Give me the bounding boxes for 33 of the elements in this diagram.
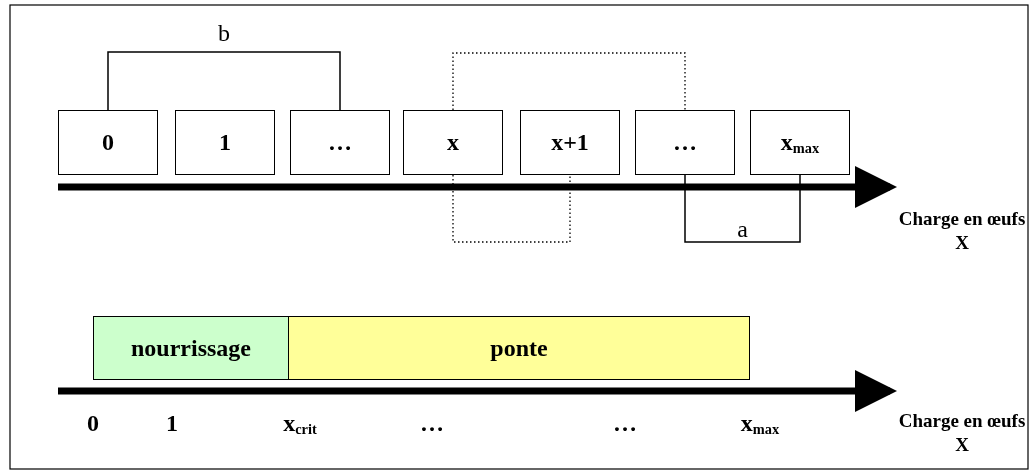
- box-label: …: [673, 129, 697, 156]
- axis-title: Charge en œufs: [898, 208, 1026, 230]
- tick-label: x$_{crit}$: [283, 410, 317, 437]
- tick-label: …: [613, 410, 637, 437]
- box-label: x$_{max}$: [780, 129, 820, 156]
- axis-title: X: [955, 434, 969, 456]
- tick-label: …: [420, 410, 444, 437]
- state-box: [58, 110, 158, 175]
- bracket-connector: [452, 174, 571, 243]
- state-box: [403, 110, 503, 175]
- box-label: nourrissage: [131, 334, 251, 362]
- state-box: [175, 110, 275, 175]
- box-label: ponte: [490, 334, 548, 362]
- box-label: 0: [102, 129, 114, 156]
- state-box: [290, 110, 390, 175]
- box-label: 1: [219, 129, 231, 156]
- state-box: [520, 110, 620, 175]
- axis-title: Charge en œufs: [898, 410, 1026, 432]
- box-label: x: [447, 129, 459, 156]
- state-box: [635, 110, 735, 175]
- edge-label: b: [215, 22, 233, 44]
- tick-label: 1: [166, 410, 178, 437]
- bracket-connector: [107, 51, 341, 111]
- tick-label: 0: [87, 410, 99, 437]
- phase-bar: [93, 316, 289, 380]
- box-label: x+1: [551, 129, 589, 156]
- box-label: …: [328, 129, 352, 156]
- axis-title: X: [955, 232, 969, 254]
- bracket-connector: [452, 52, 686, 111]
- tick-label: x$_{max}$: [740, 410, 780, 437]
- state-box: [750, 110, 850, 175]
- phase-bar: [288, 316, 750, 380]
- bracket-connector: [684, 174, 801, 243]
